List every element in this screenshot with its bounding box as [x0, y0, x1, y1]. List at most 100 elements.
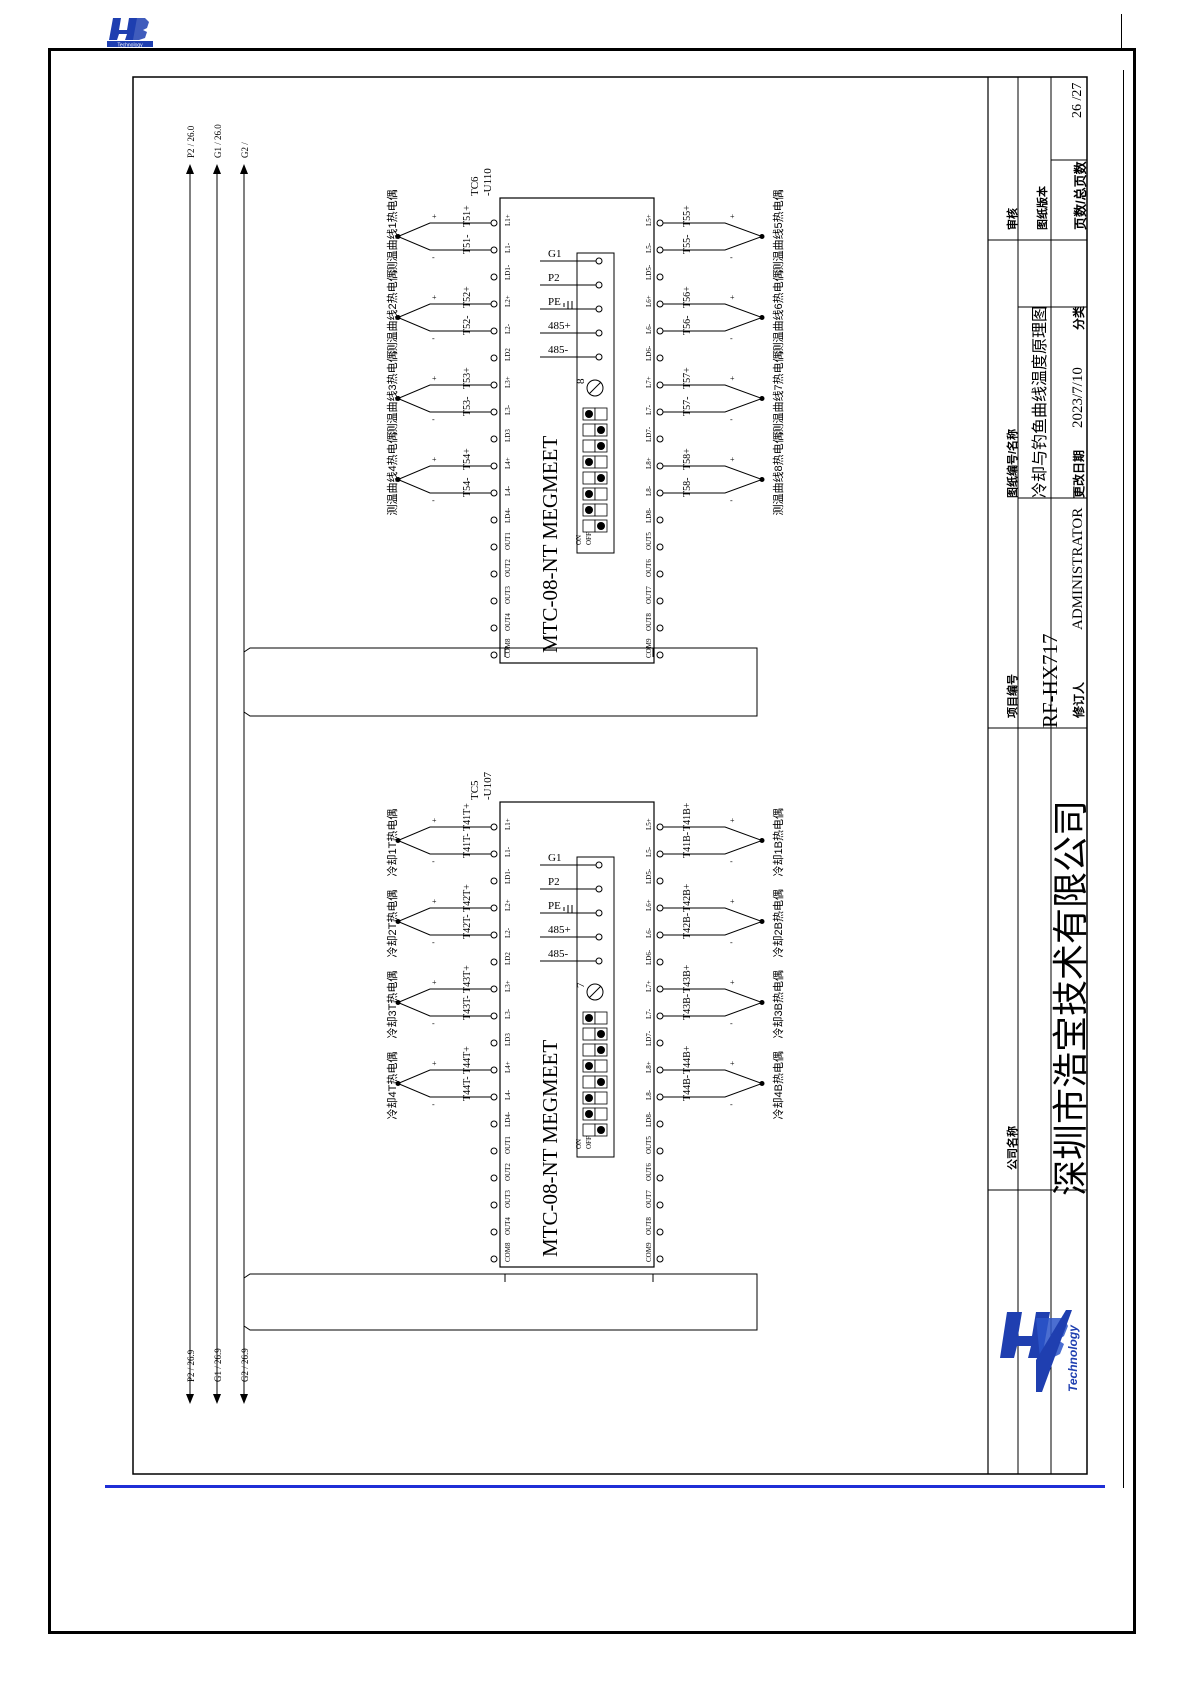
terminal-pin	[490, 931, 498, 939]
pin-label-left: LD4-	[504, 507, 512, 523]
pin-label-right: L5+	[645, 214, 653, 226]
polarity-plus: +	[730, 212, 735, 221]
terminal-pin	[656, 381, 664, 389]
terminal-pin	[490, 850, 498, 858]
polarity-minus: -	[730, 857, 733, 866]
power-pin	[595, 329, 603, 337]
pin-label-left: COM8	[504, 1242, 512, 1262]
wire-label: T53+	[462, 367, 473, 389]
dip-switch-state	[597, 426, 605, 434]
terminal-pin	[490, 516, 498, 524]
dip-off-label: OFF	[585, 1136, 593, 1149]
wire-label: T43T-	[462, 995, 473, 1020]
thermocouple-junction	[395, 234, 401, 239]
pin-label-right: OUT6	[645, 1163, 653, 1181]
dip-switch-cell	[594, 1107, 608, 1121]
bus-arrows-top	[186, 164, 248, 174]
polarity-minus: -	[730, 1019, 733, 1028]
bus-label-bottom: G2 / 26.9	[240, 1348, 250, 1382]
terminal-pin	[656, 1255, 664, 1263]
pin-label-left: LD3	[504, 429, 512, 442]
terminal-pin	[656, 1093, 664, 1101]
terminal-pin	[490, 823, 498, 831]
bus-return-loops	[243, 647, 758, 1331]
terminal-pin	[490, 1147, 498, 1155]
terminal-pin	[656, 273, 664, 281]
thermocouple-wire-left	[396, 303, 491, 332]
dip-switch-state	[585, 490, 593, 498]
pin-label-left: OUT4	[504, 1217, 512, 1235]
terminal-pin	[656, 246, 664, 254]
thermocouple-junction	[759, 315, 765, 320]
pin-label-left: L1+	[504, 214, 512, 226]
pin-label-right: LD8-	[645, 507, 653, 523]
polarity-minus: -	[432, 415, 435, 424]
polarity-minus: -	[432, 253, 435, 262]
wire-label: T55-	[682, 235, 693, 254]
power-label: P2	[548, 272, 560, 284]
terminal-pin	[490, 327, 498, 335]
thermocouple-device-label: 冷却2B热电偶	[772, 889, 785, 957]
module-model: MTC-08-NT MEGMEET	[538, 1040, 562, 1257]
terminal-pin	[656, 958, 664, 966]
svg-text:Technology: Technology	[117, 43, 143, 49]
dip-switch-state	[597, 522, 605, 530]
wire-label: T58+	[682, 448, 693, 470]
terminal-pin	[656, 624, 664, 632]
power-label: P2	[548, 876, 560, 888]
polarity-minus: -	[730, 334, 733, 343]
terminal-pin	[656, 435, 664, 443]
thermocouple-junction	[395, 838, 401, 843]
pin-label-left: COM8	[504, 638, 512, 658]
power-pin	[595, 861, 603, 869]
terminal-pin	[490, 958, 498, 966]
pin-label-right: L5+	[645, 818, 653, 830]
wire-label: T54-	[462, 478, 473, 497]
wire-label: T41T-	[462, 833, 473, 858]
footer-blue-rule	[105, 1485, 1105, 1488]
pin-label-right: L6+	[645, 899, 653, 911]
bus-label-top: G1 / 26.0	[213, 124, 223, 158]
power-label: PE	[548, 296, 561, 308]
dip-switch-state	[597, 474, 605, 482]
power-label: 485+	[548, 924, 571, 936]
thermocouple-wire-right	[663, 303, 764, 332]
power-pin	[595, 281, 603, 289]
wire-label: T41B+	[682, 802, 693, 831]
power-pin	[595, 957, 603, 965]
pin-label-left: L3+	[504, 980, 512, 992]
terminal-pin	[490, 904, 498, 912]
dip-switch-state	[585, 1062, 593, 1070]
wire-label: T43B-	[682, 994, 693, 1020]
power-label: PE	[548, 900, 561, 912]
module-body	[499, 197, 655, 664]
wire-label: T42T-	[462, 914, 473, 939]
polarity-plus: +	[730, 1059, 735, 1068]
bus-label-top: P2 / 26.0	[186, 125, 196, 158]
terminal-pin	[656, 931, 664, 939]
pin-label-right: LD6-	[645, 949, 653, 965]
polarity-minus: -	[432, 1100, 435, 1109]
pin-label-right: OUT8	[645, 613, 653, 631]
terminal-pin	[656, 327, 664, 335]
pin-label-left: L4+	[504, 457, 512, 469]
thermocouple-junction	[395, 477, 401, 482]
pin-label-left: L2-	[504, 323, 512, 334]
pin-label-left: OUT1	[504, 532, 512, 550]
terminal-pin	[490, 1039, 498, 1047]
terminal-pin	[656, 219, 664, 227]
terminal-pin	[490, 354, 498, 362]
polarity-plus: +	[730, 455, 735, 464]
pin-label-right: L7+	[645, 980, 653, 992]
polarity-minus: -	[730, 1100, 733, 1109]
terminal-pin	[656, 543, 664, 551]
terminal-pin	[656, 1012, 664, 1020]
pin-label-right: L7-	[645, 1008, 653, 1019]
bus-arrows-bottom	[186, 1394, 248, 1404]
terminal-pin	[490, 985, 498, 993]
thermocouple-device-label: 冷却2T热电偶	[386, 890, 399, 958]
thermocouple-device-label: 测温曲线4热电偶	[385, 432, 399, 515]
rotary-switch-icon	[586, 379, 604, 397]
dip-on-label: ON	[575, 1139, 583, 1149]
